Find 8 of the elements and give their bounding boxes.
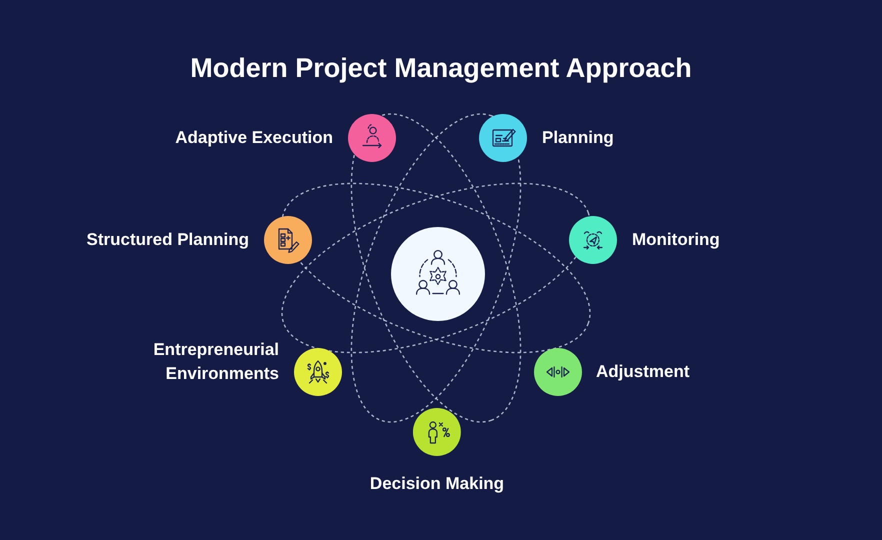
diagram-title: Modern Project Management Approach	[190, 52, 692, 85]
item-label: Planning	[542, 127, 614, 149]
item-label: Monitoring	[632, 229, 720, 251]
item-label: Entrepreneurial Environments	[152, 339, 279, 385]
item-label: Structured Planning	[86, 229, 249, 251]
item-label: Decision Making	[370, 473, 504, 495]
item-label: Adjustment	[596, 361, 690, 383]
item-label: Adaptive Execution	[175, 127, 333, 149]
